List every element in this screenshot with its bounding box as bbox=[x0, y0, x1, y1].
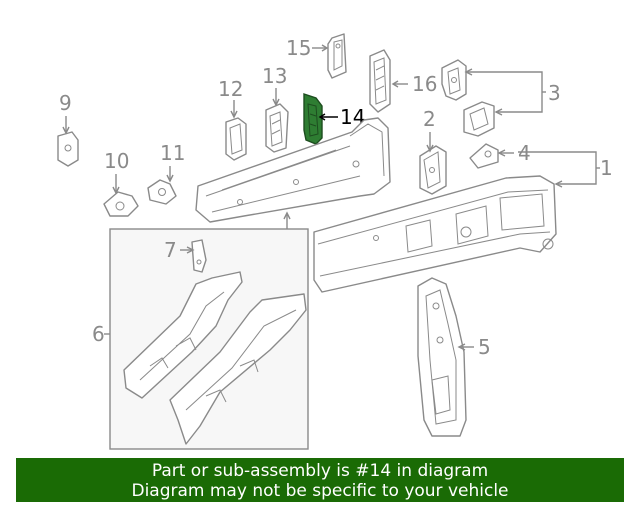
callout-15: 15 bbox=[286, 36, 329, 60]
part-6-inner-a[interactable] bbox=[123, 271, 243, 399]
svg-text:4: 4 bbox=[518, 141, 531, 165]
svg-text:13: 13 bbox=[262, 64, 287, 88]
callout-9: 9 bbox=[59, 91, 72, 135]
part-9[interactable] bbox=[57, 131, 79, 167]
part-2[interactable] bbox=[419, 145, 447, 195]
part-6-inner-b[interactable] bbox=[169, 293, 307, 445]
callout-5: 5 bbox=[457, 335, 491, 359]
svg-text:2: 2 bbox=[423, 107, 436, 131]
part-14-highlighted[interactable] bbox=[303, 93, 323, 145]
svg-text:3: 3 bbox=[548, 81, 561, 105]
callout-13: 13 bbox=[262, 64, 287, 107]
banner-line-1: Part or sub-assembly is #14 in diagram bbox=[151, 461, 489, 481]
svg-text:6: 6 bbox=[92, 322, 105, 346]
banner-line-2: Diagram may not be specific to your vehi… bbox=[131, 481, 509, 501]
part-8[interactable] bbox=[195, 117, 391, 223]
callout-12: 12 bbox=[218, 77, 243, 119]
callout-10: 10 bbox=[104, 149, 129, 195]
part-7[interactable] bbox=[191, 239, 207, 273]
part-15[interactable] bbox=[327, 33, 347, 79]
callout-3: 3 bbox=[464, 68, 561, 116]
svg-text:11: 11 bbox=[160, 141, 185, 165]
svg-text:12: 12 bbox=[218, 77, 243, 101]
svg-text:15: 15 bbox=[286, 36, 311, 60]
part-16[interactable] bbox=[369, 49, 391, 113]
callout-2: 2 bbox=[423, 107, 436, 153]
part-3-lower[interactable] bbox=[463, 101, 495, 137]
part-11[interactable] bbox=[147, 179, 177, 205]
part-4[interactable] bbox=[469, 143, 499, 169]
svg-text:16: 16 bbox=[412, 72, 437, 96]
callout-1: 1 bbox=[518, 151, 613, 188]
part-3-upper[interactable] bbox=[441, 59, 467, 101]
info-banner: Part or sub-assembly is #14 in diagram D… bbox=[16, 458, 624, 502]
part-1[interactable] bbox=[313, 175, 557, 293]
part-10[interactable] bbox=[103, 191, 139, 217]
svg-text:9: 9 bbox=[59, 91, 72, 115]
callout-11: 11 bbox=[160, 141, 185, 183]
callout-4: 4 bbox=[497, 141, 531, 165]
svg-text:5: 5 bbox=[478, 335, 491, 359]
svg-text:7: 7 bbox=[164, 238, 177, 262]
parts-diagram: 15 16 3 12 bbox=[57, 33, 613, 450]
callout-7: 7 bbox=[164, 238, 195, 262]
svg-text:1: 1 bbox=[600, 156, 613, 180]
svg-text:10: 10 bbox=[104, 149, 129, 173]
callout-6: 6 bbox=[92, 322, 110, 346]
callout-16: 16 bbox=[391, 72, 437, 96]
part-5[interactable] bbox=[417, 277, 467, 437]
part-13[interactable] bbox=[265, 103, 289, 153]
part-12[interactable] bbox=[225, 117, 247, 161]
